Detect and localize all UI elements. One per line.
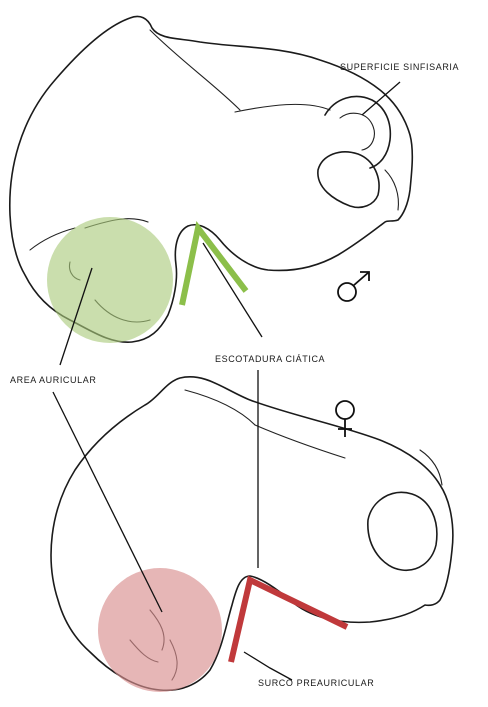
male-iliac-ridge: [150, 30, 240, 110]
label-area-auricular: AREA AURICULAR: [10, 375, 96, 385]
male-symphysis-inner: [340, 113, 374, 150]
male-symbol-icon: [338, 272, 369, 301]
male-obturator-foramen: [318, 152, 379, 208]
label-escotadura-ciatica: ESCOTADURA CIÁTICA: [215, 354, 325, 364]
leader-area-auricular-bottom: [53, 392, 162, 612]
female-symphysis-inner: [420, 450, 442, 485]
female-obturator-foramen: [368, 492, 437, 570]
female-iliac-ridge: [185, 390, 255, 425]
female-arcuate-line: [255, 425, 345, 458]
male-arcuate-line: [235, 104, 330, 112]
female-auricular-highlight: [98, 568, 222, 692]
male-ramus-line: [385, 170, 398, 210]
leader-escotadura-ciatica-top: [203, 243, 262, 337]
male-symphysis-outline: [325, 96, 390, 168]
male-sciatic-notch-angle-line: [182, 228, 246, 305]
label-surco-preauricular: SURCO PREAURICULAR: [258, 678, 374, 688]
male-auricular-highlight: [47, 217, 173, 343]
female-symbol-icon: [336, 401, 354, 437]
label-superficie-sinfisaria: SUPERFICIE SINFISARIA: [340, 62, 459, 72]
female-sciatic-notch-angle-line: [231, 580, 347, 662]
leader-surco-preauricular: [244, 652, 292, 680]
